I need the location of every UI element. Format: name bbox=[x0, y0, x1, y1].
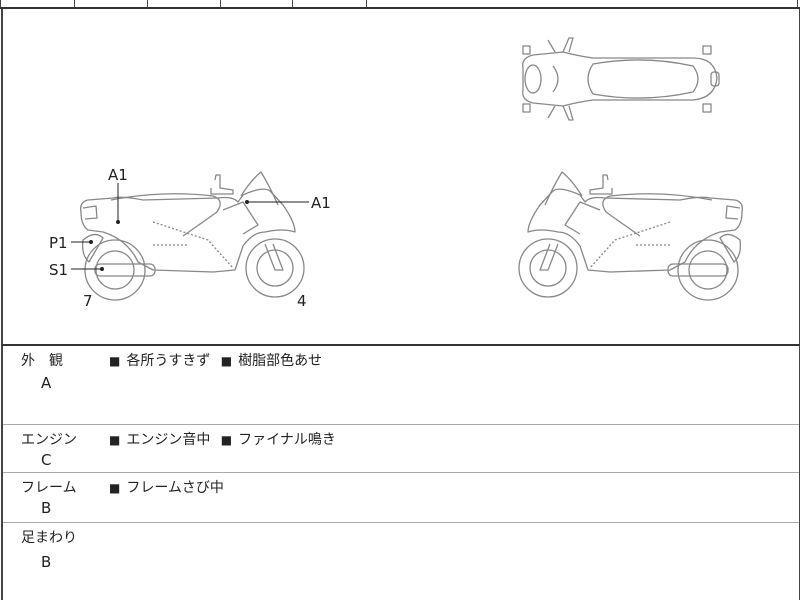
cell-divider bbox=[0, 0, 1, 7]
label-p1: P1 bbox=[49, 234, 68, 252]
grade: C bbox=[41, 451, 52, 469]
category-label: 足まわり bbox=[21, 530, 77, 546]
grade: B bbox=[41, 499, 52, 517]
damage-diagram: A1 A1 P1 S1 7 4 bbox=[1, 9, 800, 346]
cell-divider bbox=[74, 0, 75, 7]
damage-markers bbox=[71, 183, 309, 271]
label-a1-front: A1 bbox=[311, 194, 331, 212]
bullet-square-icon: ■ bbox=[220, 433, 233, 447]
note: ファイナル鳴き bbox=[238, 432, 336, 448]
category-label: エンジン bbox=[21, 432, 77, 448]
cell-divider bbox=[147, 0, 148, 7]
condition-row-engine: エンジン C ■ エンジン音中 ■ ファイナル鳴き bbox=[3, 425, 799, 473]
grade: A bbox=[41, 374, 52, 392]
front-count: 4 bbox=[297, 292, 307, 310]
top-table-row bbox=[0, 0, 800, 9]
scooter-top-view bbox=[522, 37, 720, 121]
bullet-square-icon: ■ bbox=[220, 354, 233, 368]
grade: B bbox=[41, 553, 52, 571]
notes: ■ 各所うすきず ■ 樹脂部色あせ bbox=[109, 350, 328, 370]
bullet-square-icon: ■ bbox=[109, 433, 121, 447]
condition-row-suspension: 足まわり B bbox=[3, 523, 799, 600]
cell-divider bbox=[292, 0, 293, 7]
scooter-right-side-view bbox=[518, 171, 744, 301]
label-a1-rear: A1 bbox=[108, 166, 128, 184]
label-s1: S1 bbox=[49, 261, 68, 279]
category-label: 外 観 bbox=[21, 353, 63, 369]
notes: ■ フレームさび中 bbox=[109, 477, 230, 497]
bullet-square-icon: ■ bbox=[109, 354, 121, 368]
cell-divider bbox=[797, 0, 798, 7]
category-label: フレーム bbox=[21, 480, 77, 496]
scooter-left-side-view bbox=[79, 171, 305, 301]
note: 樹脂部色あせ bbox=[238, 353, 323, 369]
bullet-square-icon: ■ bbox=[109, 481, 121, 495]
cell-divider bbox=[366, 0, 367, 7]
note: 各所うすきず bbox=[126, 353, 211, 369]
condition-row-frame: フレーム B ■ フレームさび中 bbox=[3, 473, 799, 523]
condition-table: 外 観 A ■ 各所うすきず ■ 樹脂部色あせ エンジン C ■ エンジン音中 ■ ファ… bbox=[1, 346, 800, 600]
rear-count: 7 bbox=[83, 292, 93, 310]
notes: ■ エンジン音中 ■ ファイナル鳴き bbox=[109, 429, 342, 449]
cell-divider bbox=[220, 0, 221, 7]
condition-row-exterior: 外 観 A ■ 各所うすきず ■ 樹脂部色あせ bbox=[3, 346, 799, 425]
note: フレームさび中 bbox=[126, 480, 224, 496]
note: エンジン音中 bbox=[126, 432, 211, 448]
